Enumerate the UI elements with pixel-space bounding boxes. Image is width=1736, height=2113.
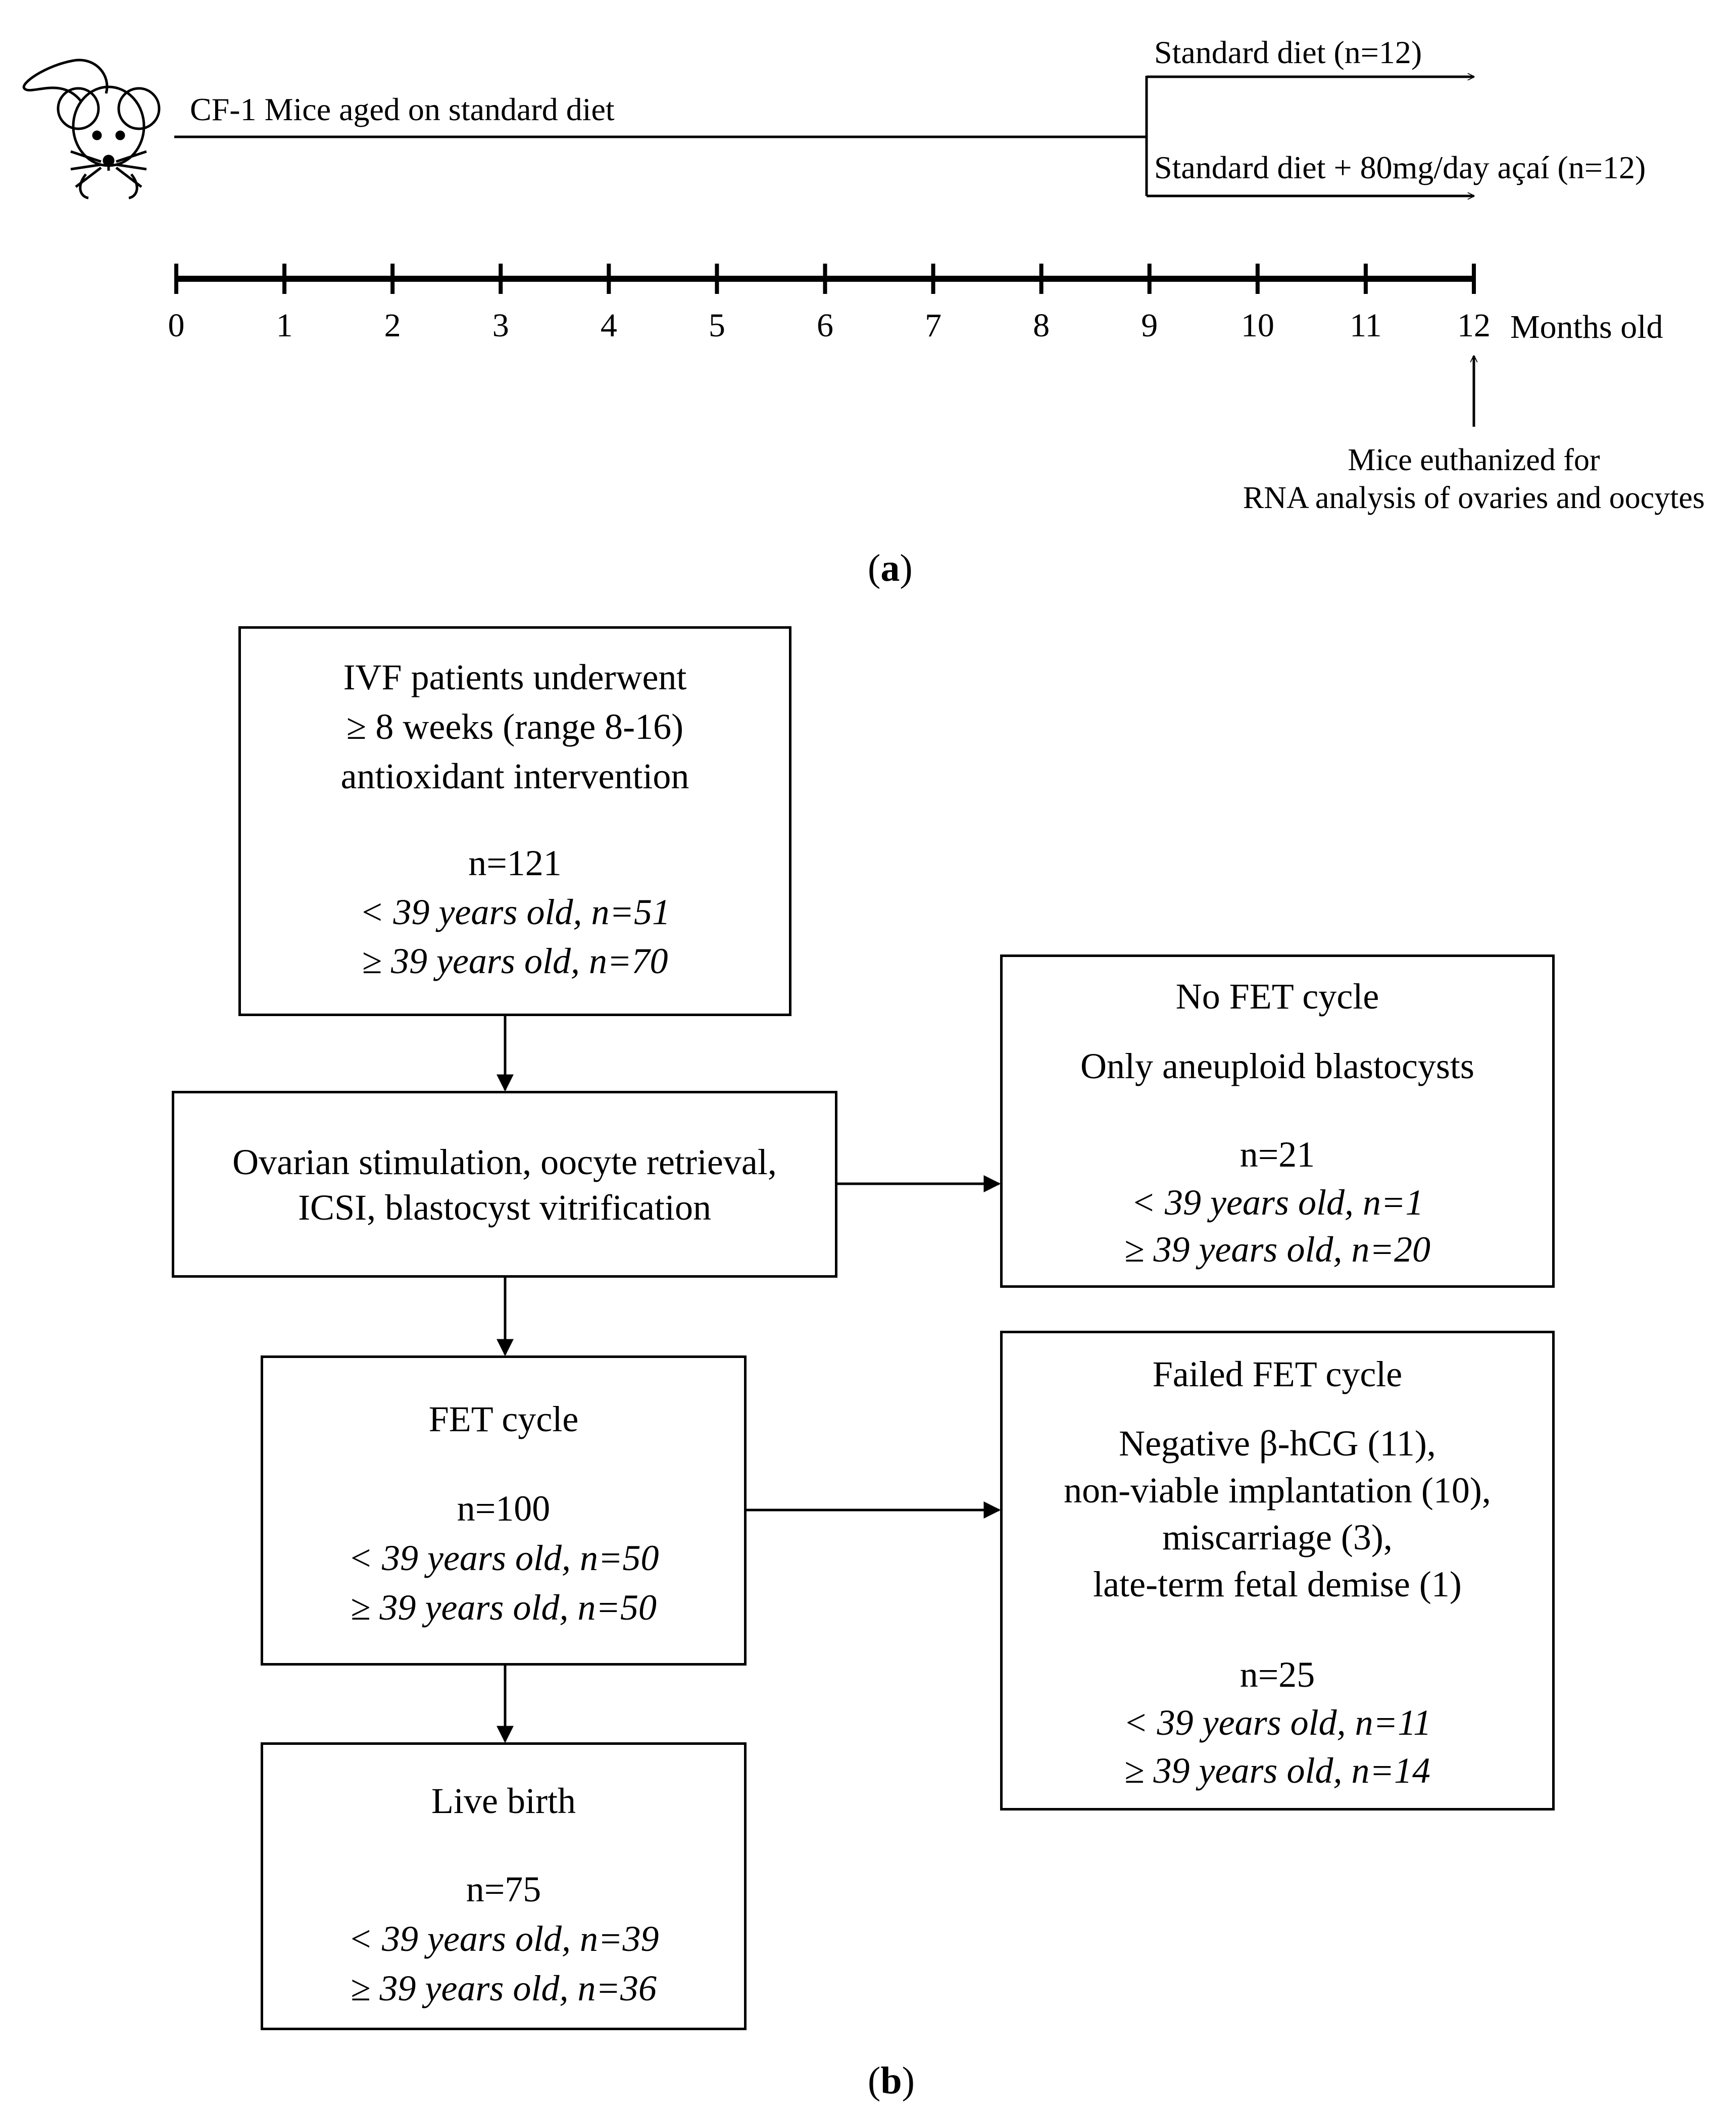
box-text: late-term fetal demise (1) [1093, 1564, 1462, 1604]
box-count: n=121 [468, 843, 562, 883]
box-count-young: < 39 years old, n=39 [348, 1919, 659, 1959]
endpoint-label-line1: Mice euthanized for [1348, 443, 1600, 477]
axis-tick-label: 1 [276, 307, 293, 344]
axis-tick-label: 2 [384, 307, 401, 344]
box-text: Ovarian stimulation, oocyte retrieval, [232, 1142, 777, 1182]
branch-acai-diet-label: Standard diet + 80mg/day açaí (n=12) [1154, 149, 1646, 185]
box-live-birth: Live birth n=75 < 39 years old, n=39 ≥ 3… [261, 1742, 747, 2030]
axis-tick-label: 12 [1457, 307, 1491, 344]
box-ovarian-stimulation: Ovarian stimulation, oocyte retrieval, I… [172, 1091, 837, 1278]
mouse-icon [22, 59, 161, 199]
box-count: n=75 [466, 1869, 541, 1909]
axis-tick-label: 4 [600, 307, 617, 344]
box-text: ≥ 8 weeks (range 8-16) [346, 707, 684, 747]
box-title: Live birth [431, 1781, 576, 1821]
box-title: No FET cycle [1175, 976, 1379, 1017]
box-text: ICSI, blastocyst vitrification [298, 1187, 711, 1228]
cohort-label: CF-1 Mice aged on standard diet [190, 91, 615, 127]
axis-tick-label: 11 [1350, 307, 1382, 344]
box-text: Negative β-hCG (11), [1119, 1423, 1436, 1464]
box-text: antioxidant intervention [340, 756, 689, 796]
box-count-old: ≥ 39 years old, n=70 [362, 941, 668, 981]
box-text: non-viable implantation (10), [1064, 1470, 1491, 1511]
axis-tick-label: 6 [817, 307, 833, 344]
box-title: FET cycle [428, 1399, 579, 1439]
box-text: miscarriage (3), [1162, 1517, 1393, 1557]
box-count-old: ≥ 39 years old, n=50 [350, 1587, 657, 1628]
box-no-fet-cycle: No FET cycle Only aneuploid blastocysts … [1000, 954, 1555, 1288]
box-text: IVF patients underwent [343, 657, 687, 697]
box-subtitle: Only aneuploid blastocysts [1080, 1046, 1474, 1086]
axis-unit-label: Months old [1510, 309, 1663, 345]
axis-tick-label: 0 [168, 307, 185, 344]
box-ivf-patients: IVF patients underwent ≥ 8 weeks (range … [238, 626, 791, 1016]
axis-tick-label: 7 [925, 307, 942, 344]
axis-tick-label: 5 [708, 307, 725, 344]
panel-b-label: (b) [868, 2059, 915, 2102]
branch-standard-diet-label: Standard diet (n=12) [1154, 34, 1422, 70]
box-fet-cycle: FET cycle n=100 < 39 years old, n=50 ≥ 3… [261, 1355, 747, 1666]
box-count-old: ≥ 39 years old, n=14 [1124, 1750, 1431, 1791]
box-title: Failed FET cycle [1152, 1354, 1403, 1394]
box-count-old: ≥ 39 years old, n=20 [1124, 1229, 1431, 1270]
endpoint-label-line2: RNA analysis of ovaries and oocytes [1243, 481, 1705, 515]
box-count-young: < 39 years old, n=1 [1131, 1182, 1424, 1223]
box-count-old: ≥ 39 years old, n=36 [350, 1968, 657, 2008]
box-count-young: < 39 years old, n=51 [359, 892, 671, 932]
box-count: n=100 [457, 1488, 551, 1529]
axis-tick-label: 8 [1033, 307, 1050, 344]
box-count: n=25 [1239, 1654, 1315, 1695]
axis-tick-label: 9 [1141, 307, 1158, 344]
axis-tick-label: 10 [1241, 307, 1274, 344]
box-count-young: < 39 years old, n=50 [348, 1538, 659, 1578]
axis-tick-label: 3 [492, 307, 509, 344]
box-count: n=21 [1239, 1134, 1315, 1175]
box-count-young: < 39 years old, n=11 [1123, 1702, 1431, 1743]
box-failed-fet-cycle: Failed FET cycle Negative β-hCG (11), no… [1000, 1331, 1555, 1810]
panel-a-label: (a) [868, 547, 913, 589]
